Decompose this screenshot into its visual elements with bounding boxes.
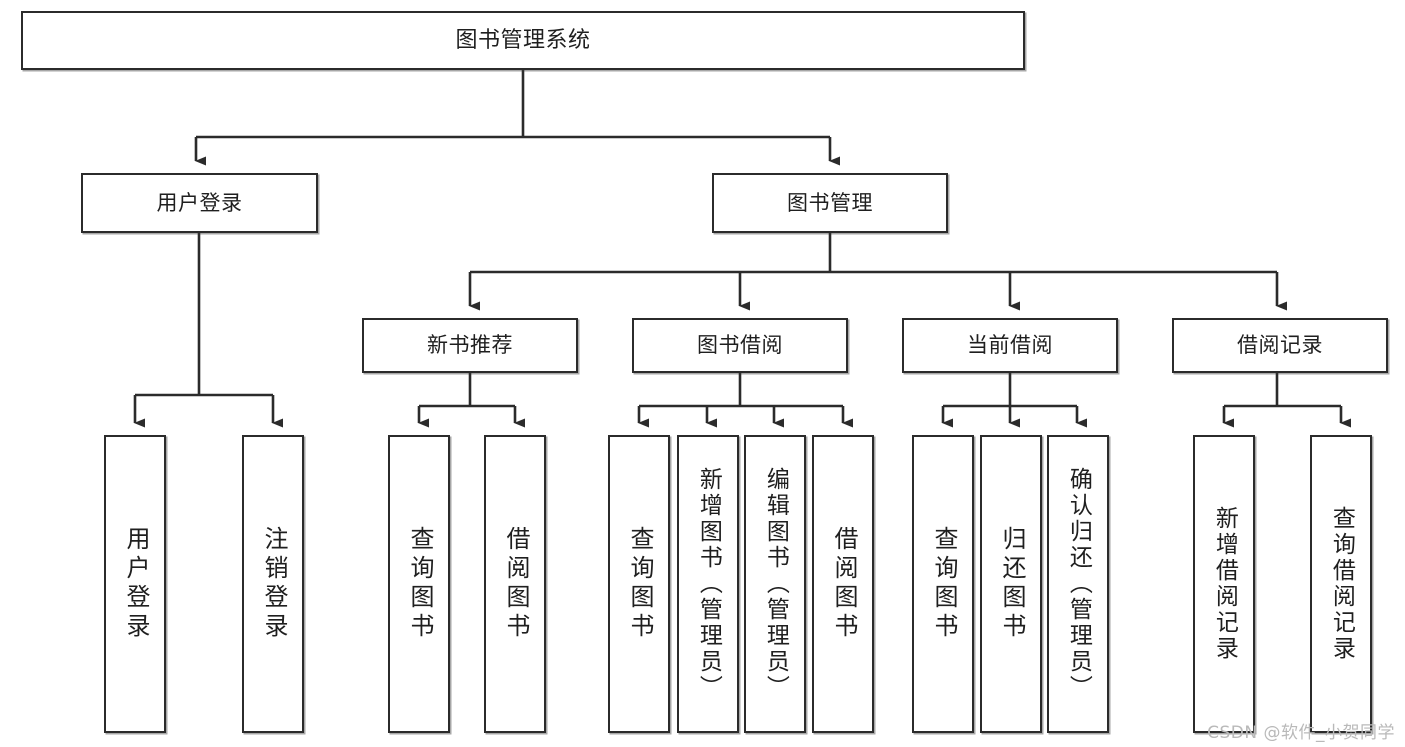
node-label: 借阅图书 (501, 526, 530, 642)
leaf-borrow-book-recommend[interactable]: 借阅图书 (484, 435, 546, 733)
node-label: 查询图书 (625, 526, 654, 642)
leaf-query-borrow-record[interactable]: 查询借阅记录 (1310, 435, 1372, 733)
node-borrow-record[interactable]: 借阅记录 (1172, 318, 1388, 373)
node-label: 编辑图书（管理员） (762, 467, 789, 701)
node-current-borrow[interactable]: 当前借阅 (902, 318, 1118, 373)
node-label: 图书管理 (787, 190, 873, 215)
leaf-query-book-current[interactable]: 查询图书 (912, 435, 974, 733)
leaf-return-book[interactable]: 归还图书 (980, 435, 1042, 733)
node-label: 图书管理系统 (455, 27, 591, 53)
node-label: 当前借阅 (967, 333, 1053, 358)
node-label: 归还图书 (997, 526, 1026, 642)
leaf-add-book-admin[interactable]: 新增图书（管理员） (677, 435, 739, 733)
node-label: 注销登录 (259, 526, 288, 642)
node-label: 用户登录 (121, 526, 150, 642)
node-label: 查询图书 (929, 526, 958, 642)
node-label: 新增图书（管理员） (695, 467, 722, 701)
node-label: 借阅图书 (829, 526, 858, 642)
node-label: 新增借阅记录 (1211, 506, 1238, 662)
node-label: 查询图书 (405, 526, 434, 642)
node-new-book-recommendation[interactable]: 新书推荐 (362, 318, 578, 373)
node-label: 用户登录 (156, 190, 243, 215)
node-label: 确认归还（管理员） (1065, 467, 1092, 701)
leaf-borrow-book[interactable]: 借阅图书 (812, 435, 874, 733)
watermark: CSDN @软件_小贺同学 (1207, 723, 1395, 743)
node-user-login[interactable]: 用户登录 (81, 173, 318, 233)
leaf-add-borrow-record[interactable]: 新增借阅记录 (1193, 435, 1255, 733)
leaf-query-book-recommend[interactable]: 查询图书 (388, 435, 450, 733)
leaf-confirm-return-admin[interactable]: 确认归还（管理员） (1047, 435, 1109, 733)
node-book-management[interactable]: 图书管理 (712, 173, 948, 233)
node-root-system[interactable]: 图书管理系统 (21, 11, 1025, 70)
leaf-edit-book-admin[interactable]: 编辑图书（管理员） (744, 435, 806, 733)
leaf-logout[interactable]: 注销登录 (242, 435, 304, 733)
leaf-query-book-borrow[interactable]: 查询图书 (608, 435, 670, 733)
node-label: 新书推荐 (427, 333, 513, 358)
node-label: 图书借阅 (697, 333, 783, 358)
leaf-user-login[interactable]: 用户登录 (104, 435, 166, 733)
node-book-borrow[interactable]: 图书借阅 (632, 318, 848, 373)
node-label: 查询借阅记录 (1328, 506, 1355, 662)
node-label: 借阅记录 (1237, 333, 1323, 358)
